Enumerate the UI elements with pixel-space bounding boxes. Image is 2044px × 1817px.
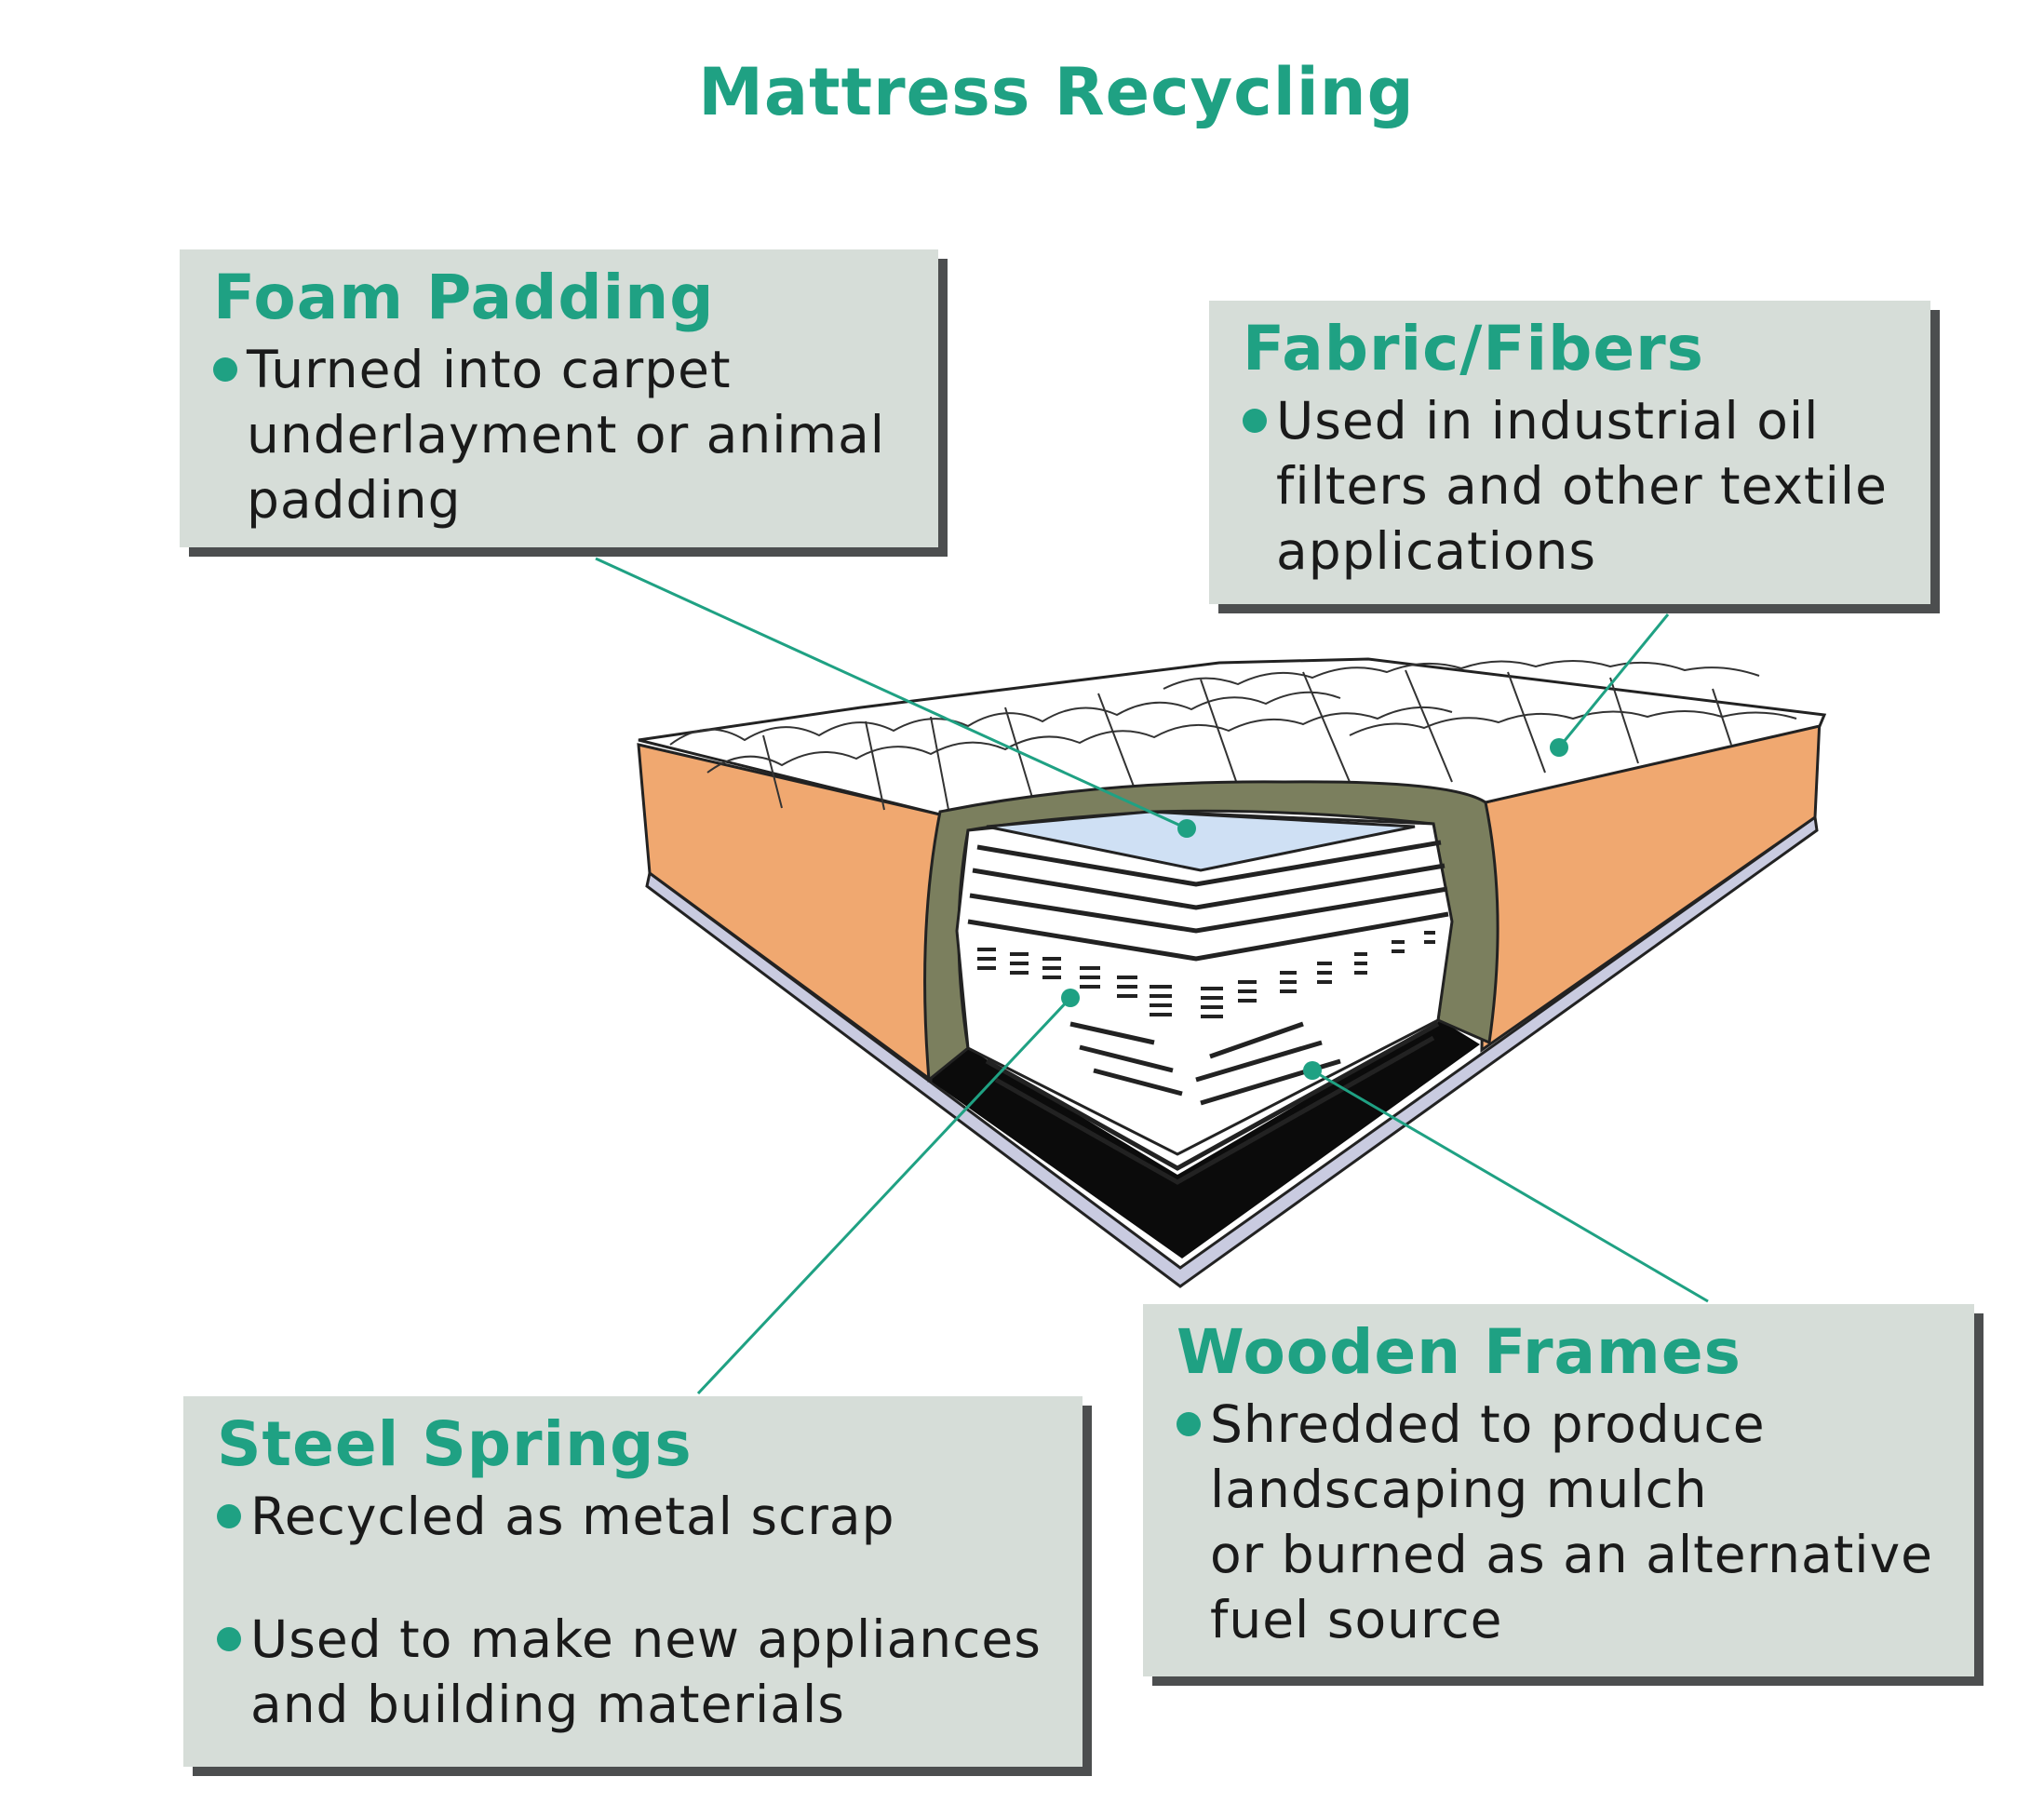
interior-layers — [967, 840, 1449, 962]
bullet-dot — [217, 1504, 241, 1528]
mattress-base-rim — [645, 814, 1819, 1288]
bullet-dot — [213, 357, 237, 382]
leader-lines — [595, 557, 1709, 1395]
callout-heading: Fabric/Fibers — [1243, 313, 1704, 384]
leader-fabric — [1557, 613, 1670, 748]
callout-steel-springs: Steel Springs Recycled as metal scrap Us… — [183, 1396, 1083, 1767]
callout-item: Used to make new appliances and building… — [217, 1607, 1060, 1737]
spring-coils — [977, 931, 1435, 1018]
callout-heading: Wooden Frames — [1177, 1316, 1741, 1388]
bullet-dot — [217, 1627, 241, 1651]
callout-item: Turned into carpet underlayment or anima… — [213, 337, 916, 532]
callout-item: Recycled as metal scrap — [217, 1484, 1060, 1549]
dot-wooden — [1303, 1061, 1322, 1080]
dot-foam — [1177, 819, 1196, 838]
mattress-base-black — [929, 1020, 1480, 1258]
callout-foam-padding: Foam Padding Turned into carpet underlay… — [180, 249, 938, 547]
bullet-dot — [1243, 409, 1267, 433]
dot-steel — [1061, 989, 1080, 1007]
callout-heading: Foam Padding — [213, 262, 715, 333]
page-title: Mattress Recycling — [698, 54, 1415, 130]
leader-steel — [696, 996, 1072, 1395]
callout-heading: Steel Springs — [217, 1408, 693, 1480]
dot-fabric — [1550, 738, 1568, 757]
callout-fabric-fibers: Fabric/Fibers Used in industrial oil fil… — [1209, 301, 1930, 604]
callout-dots — [1061, 738, 1568, 1080]
cutaway-interior — [955, 810, 1454, 1156]
callout-wooden-frames: Wooden Frames Shredded to produce landsc… — [1143, 1304, 1974, 1676]
leader-wooden — [1311, 1069, 1709, 1303]
callout-item: Shredded to produce landscaping mulch or… — [1177, 1392, 1952, 1652]
quilt-pattern — [669, 660, 1797, 815]
leader-foam — [595, 557, 1188, 830]
callout-item: Used in industrial oil filters and other… — [1243, 388, 1908, 584]
bullet-dot — [1177, 1412, 1201, 1436]
foam-top-layer — [986, 810, 1416, 872]
